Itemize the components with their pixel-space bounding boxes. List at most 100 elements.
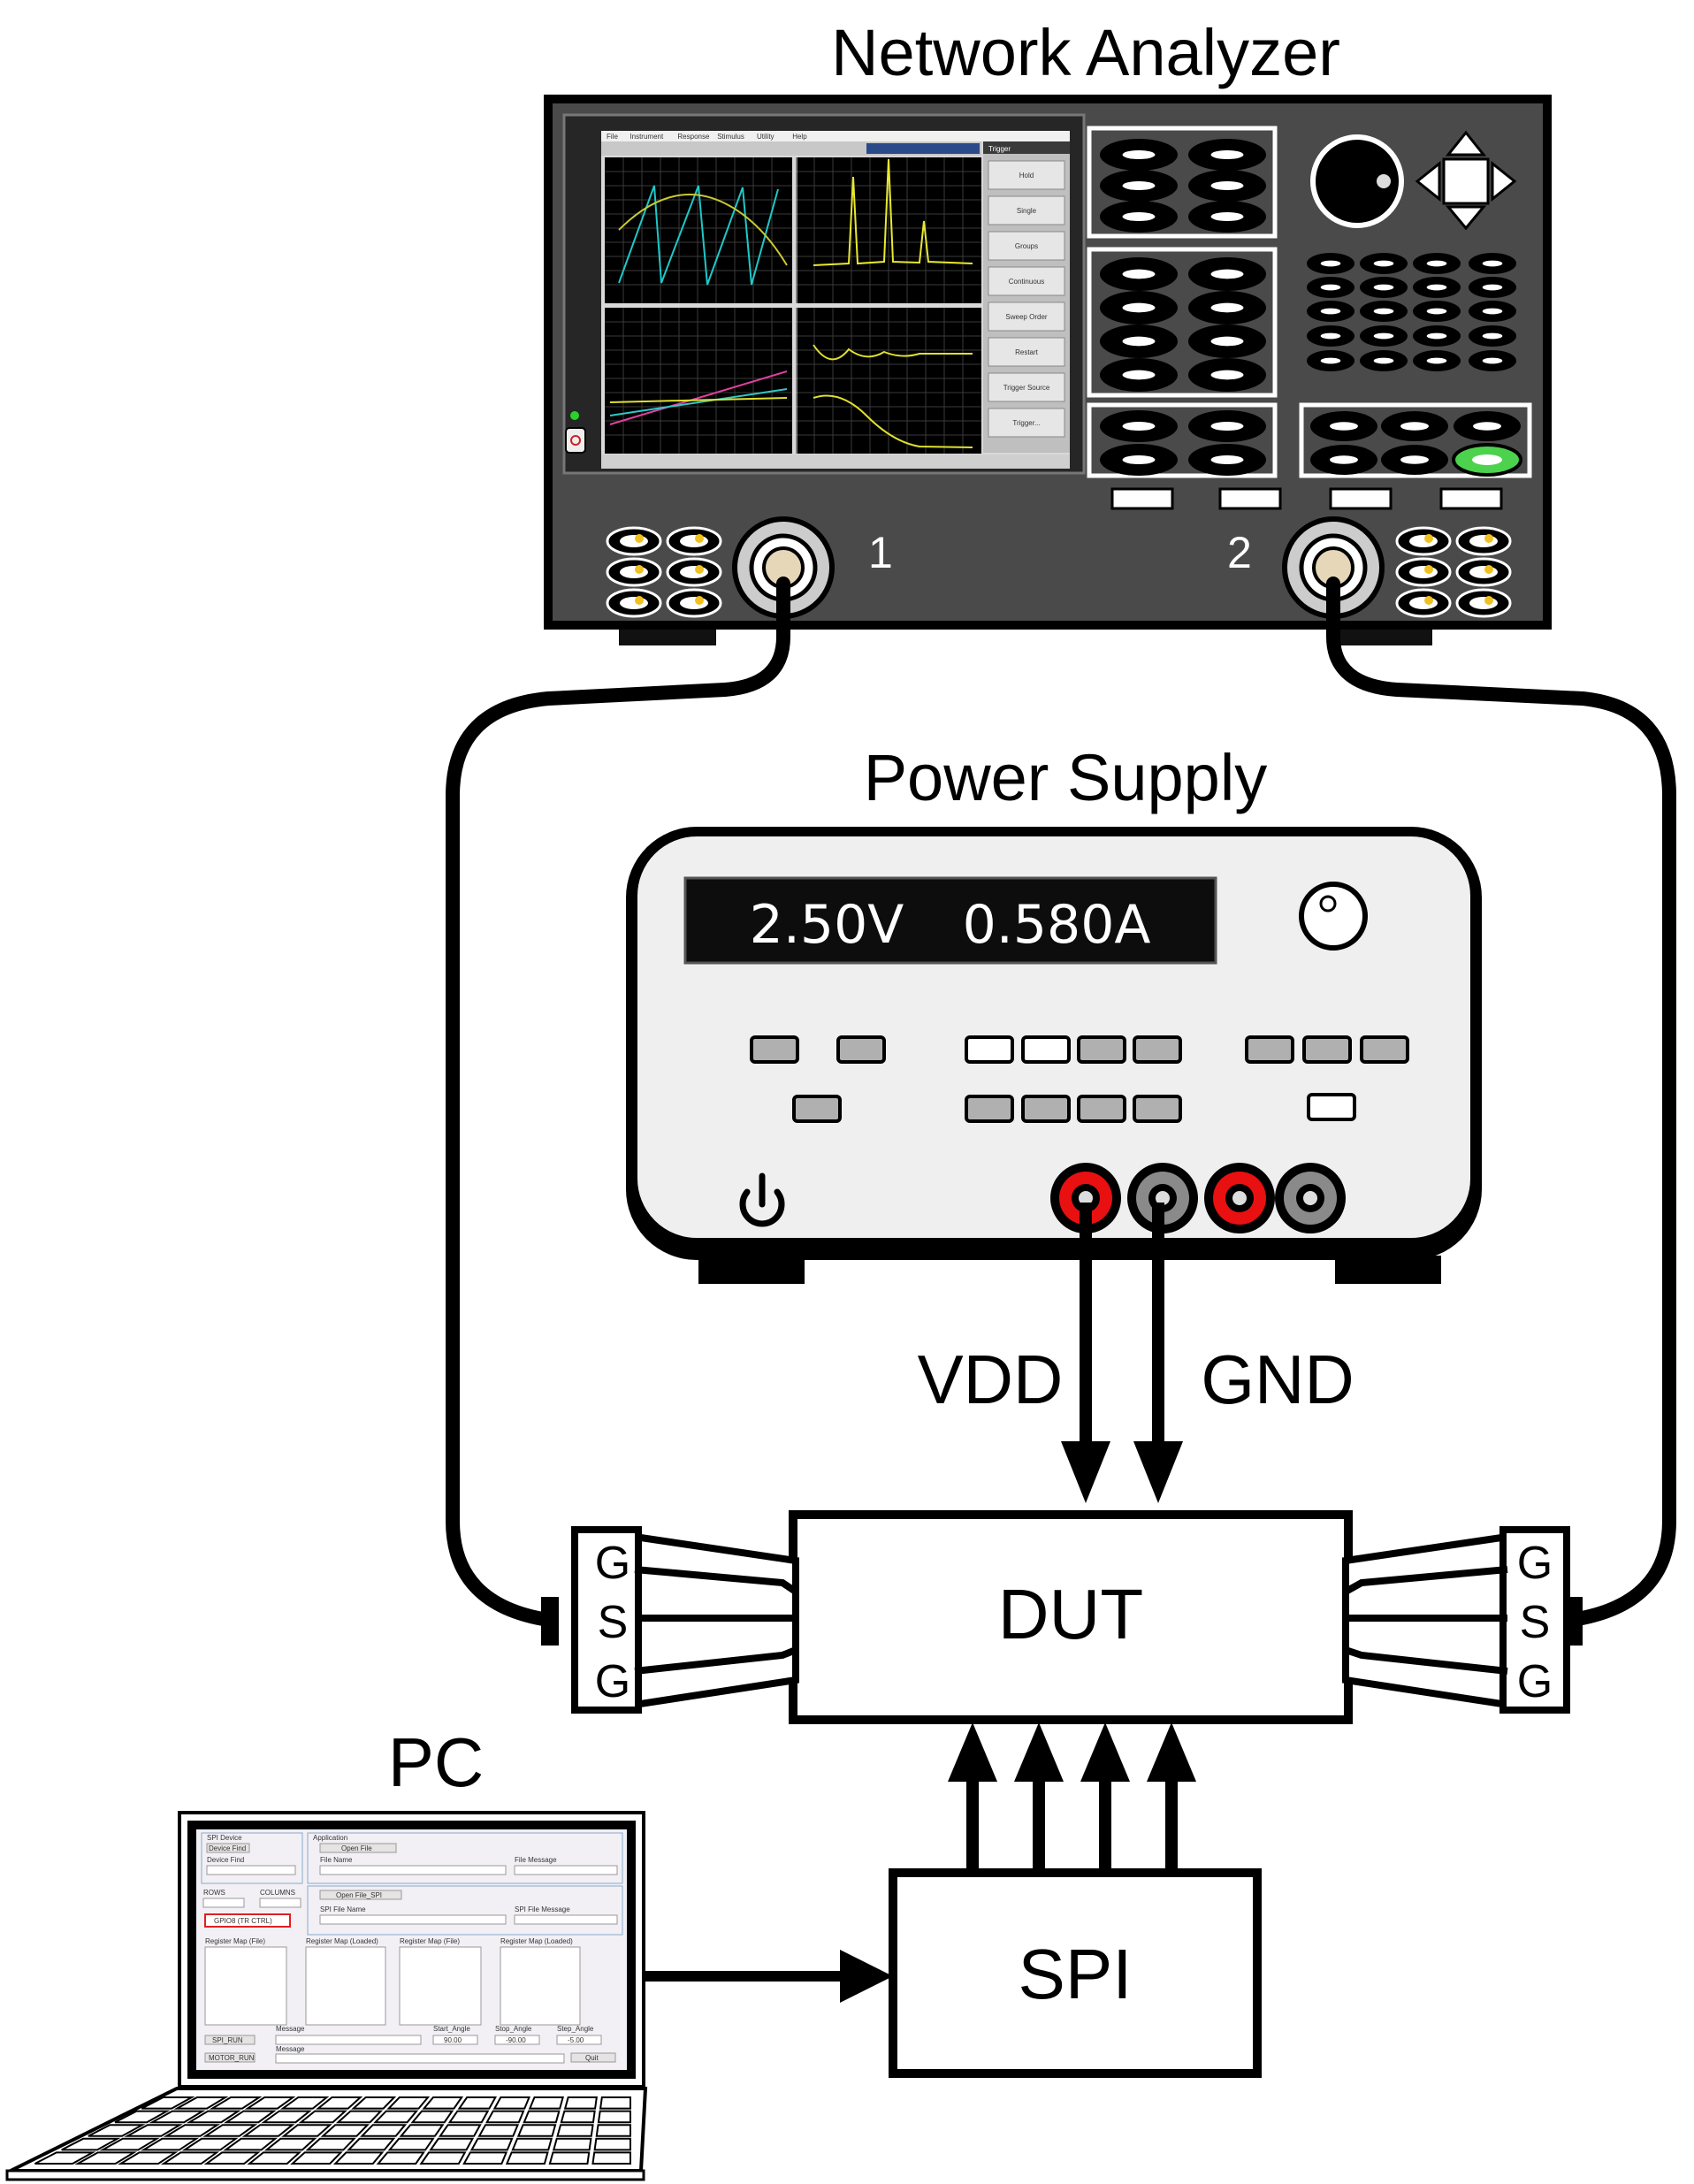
vna-hardkey[interactable] <box>1413 301 1461 322</box>
vna-hardkey[interactable] <box>1100 444 1178 476</box>
pc-motor-run-button[interactable] <box>204 2052 256 2063</box>
psu-button[interactable] <box>1360 1035 1409 1064</box>
vna-port-1[interactable] <box>732 516 835 619</box>
vna-hardkey[interactable] <box>1188 291 1266 325</box>
pc-open-file-spi-button[interactable] <box>319 1890 402 1900</box>
vna-menu-item[interactable]: Help <box>792 133 807 141</box>
psu-terminal-3-red[interactable] <box>1204 1163 1275 1233</box>
pc-device-find-button[interactable] <box>206 1843 250 1853</box>
psu-button[interactable] <box>1245 1035 1294 1064</box>
pc-open-file-button[interactable] <box>319 1843 397 1853</box>
vna-bias-connector[interactable] <box>1395 526 1452 556</box>
vna-hardkey[interactable] <box>1188 358 1266 392</box>
vna-hardkey[interactable] <box>1454 411 1521 441</box>
psu-button[interactable] <box>1133 1095 1182 1123</box>
vna-hardkey[interactable] <box>1100 291 1178 325</box>
vna-hardkey[interactable] <box>1413 277 1461 298</box>
pc-message-2-field[interactable] <box>275 2053 565 2064</box>
vna-hardkey[interactable] <box>1100 201 1178 233</box>
pc-columns-field[interactable] <box>259 1898 301 1908</box>
pc-file-message-field[interactable] <box>514 1865 618 1875</box>
vna-hardkey[interactable] <box>1469 325 1516 347</box>
psu-button[interactable] <box>1021 1095 1071 1123</box>
vna-hardkey[interactable] <box>1307 277 1354 298</box>
vna-softkey[interactable] <box>988 372 1065 402</box>
power-icon[interactable] <box>739 1172 785 1227</box>
arrow-left-icon[interactable] <box>1415 160 1441 202</box>
pc-quit-button[interactable] <box>570 2052 616 2063</box>
vna-hardkey[interactable] <box>1469 350 1516 371</box>
vna-hardkey[interactable] <box>1307 350 1354 371</box>
psu-terminal-2-gray[interactable] <box>1127 1163 1198 1233</box>
pc-gpio-checkbox-frame[interactable] <box>204 1913 291 1928</box>
vna-hardkey[interactable] <box>1413 325 1461 347</box>
vna-bias-connector[interactable] <box>1455 557 1512 587</box>
vna-hardkey[interactable] <box>1360 350 1408 371</box>
psu-button[interactable] <box>1302 1035 1352 1064</box>
pc-stop-angle-field[interactable] <box>494 2035 540 2045</box>
psu-terminal-1-red[interactable] <box>1050 1163 1121 1233</box>
vna-bias-connector[interactable] <box>1395 557 1452 587</box>
vna-hardkey[interactable] <box>1307 253 1354 274</box>
vna-hardkey[interactable] <box>1469 253 1516 274</box>
vna-hardkey[interactable] <box>1188 257 1266 291</box>
vna-power-button[interactable] <box>565 427 586 454</box>
pc-file-name-field[interactable] <box>319 1865 507 1875</box>
vna-menu-item[interactable]: Instrument <box>630 133 664 141</box>
vna-hardkey[interactable] <box>1100 358 1178 392</box>
vna-bias-connector[interactable] <box>666 588 722 618</box>
psu-button[interactable] <box>1307 1093 1356 1121</box>
psu-button[interactable] <box>1077 1095 1126 1123</box>
vna-hardkey[interactable] <box>1188 325 1266 358</box>
pc-spi-run-button[interactable] <box>204 2035 256 2045</box>
arrow-down-icon[interactable] <box>1445 205 1487 231</box>
vna-softkey[interactable] <box>988 266 1065 296</box>
vna-hardkey[interactable] <box>1413 350 1461 371</box>
pc-register-map-loaded-1[interactable] <box>305 1946 386 2026</box>
vna-bias-connector[interactable] <box>666 526 722 556</box>
psu-button[interactable] <box>965 1035 1014 1064</box>
psu-knob[interactable] <box>1299 882 1368 951</box>
vna-hardkey[interactable] <box>1360 253 1408 274</box>
vna-menu-item[interactable]: Utility <box>757 133 775 141</box>
pc-rows-field[interactable] <box>202 1898 245 1908</box>
vna-hardkey[interactable] <box>1100 410 1178 442</box>
vna-bias-connector[interactable] <box>1395 588 1452 618</box>
vna-hardkey[interactable] <box>1360 301 1408 322</box>
vna-hardkey[interactable] <box>1307 325 1354 347</box>
vna-hardkey[interactable] <box>1100 325 1178 358</box>
vna-hardkey[interactable] <box>1381 445 1448 475</box>
vna-hardkey[interactable] <box>1100 139 1178 171</box>
vna-rotary-knob[interactable] <box>1310 134 1404 228</box>
vna-port-2[interactable] <box>1282 516 1385 619</box>
pc-step-angle-field[interactable] <box>556 2035 602 2045</box>
vna-menu-item[interactable]: File <box>607 133 618 141</box>
vna-softkey[interactable] <box>988 408 1065 438</box>
vna-power-field[interactable] <box>866 143 980 154</box>
vna-bias-connector[interactable] <box>606 557 662 587</box>
vna-hardkey[interactable] <box>1310 445 1377 475</box>
pc-spi-file-message-field[interactable] <box>514 1914 618 1925</box>
vna-bias-connector[interactable] <box>606 588 662 618</box>
vna-bias-connector[interactable] <box>1455 588 1512 618</box>
vna-hardkey[interactable] <box>1307 301 1354 322</box>
vna-hardkey[interactable] <box>1469 301 1516 322</box>
vna-nav-pad[interactable] <box>1415 130 1517 231</box>
vna-hardkey[interactable] <box>1413 253 1461 274</box>
arrow-right-icon[interactable] <box>1491 160 1517 202</box>
vna-hardkey[interactable] <box>1360 277 1408 298</box>
vna-hardkey[interactable] <box>1188 139 1266 171</box>
vna-bias-connector[interactable] <box>1455 526 1512 556</box>
vna-hardkey[interactable] <box>1100 170 1178 202</box>
vna-softkey[interactable] <box>988 302 1065 332</box>
vna-menu-item[interactable]: Stimulus <box>717 133 744 141</box>
vna-softkey[interactable] <box>988 231 1065 261</box>
psu-button[interactable] <box>792 1095 842 1123</box>
vna-softkey[interactable] <box>988 195 1065 225</box>
pc-device-find-field[interactable] <box>206 1865 296 1875</box>
psu-button[interactable] <box>1021 1035 1071 1064</box>
vna-softkey[interactable] <box>988 160 1065 190</box>
vna-hardkey[interactable] <box>1310 411 1377 441</box>
pc-spi-file-name-field[interactable] <box>319 1914 507 1925</box>
psu-button[interactable] <box>750 1035 799 1064</box>
